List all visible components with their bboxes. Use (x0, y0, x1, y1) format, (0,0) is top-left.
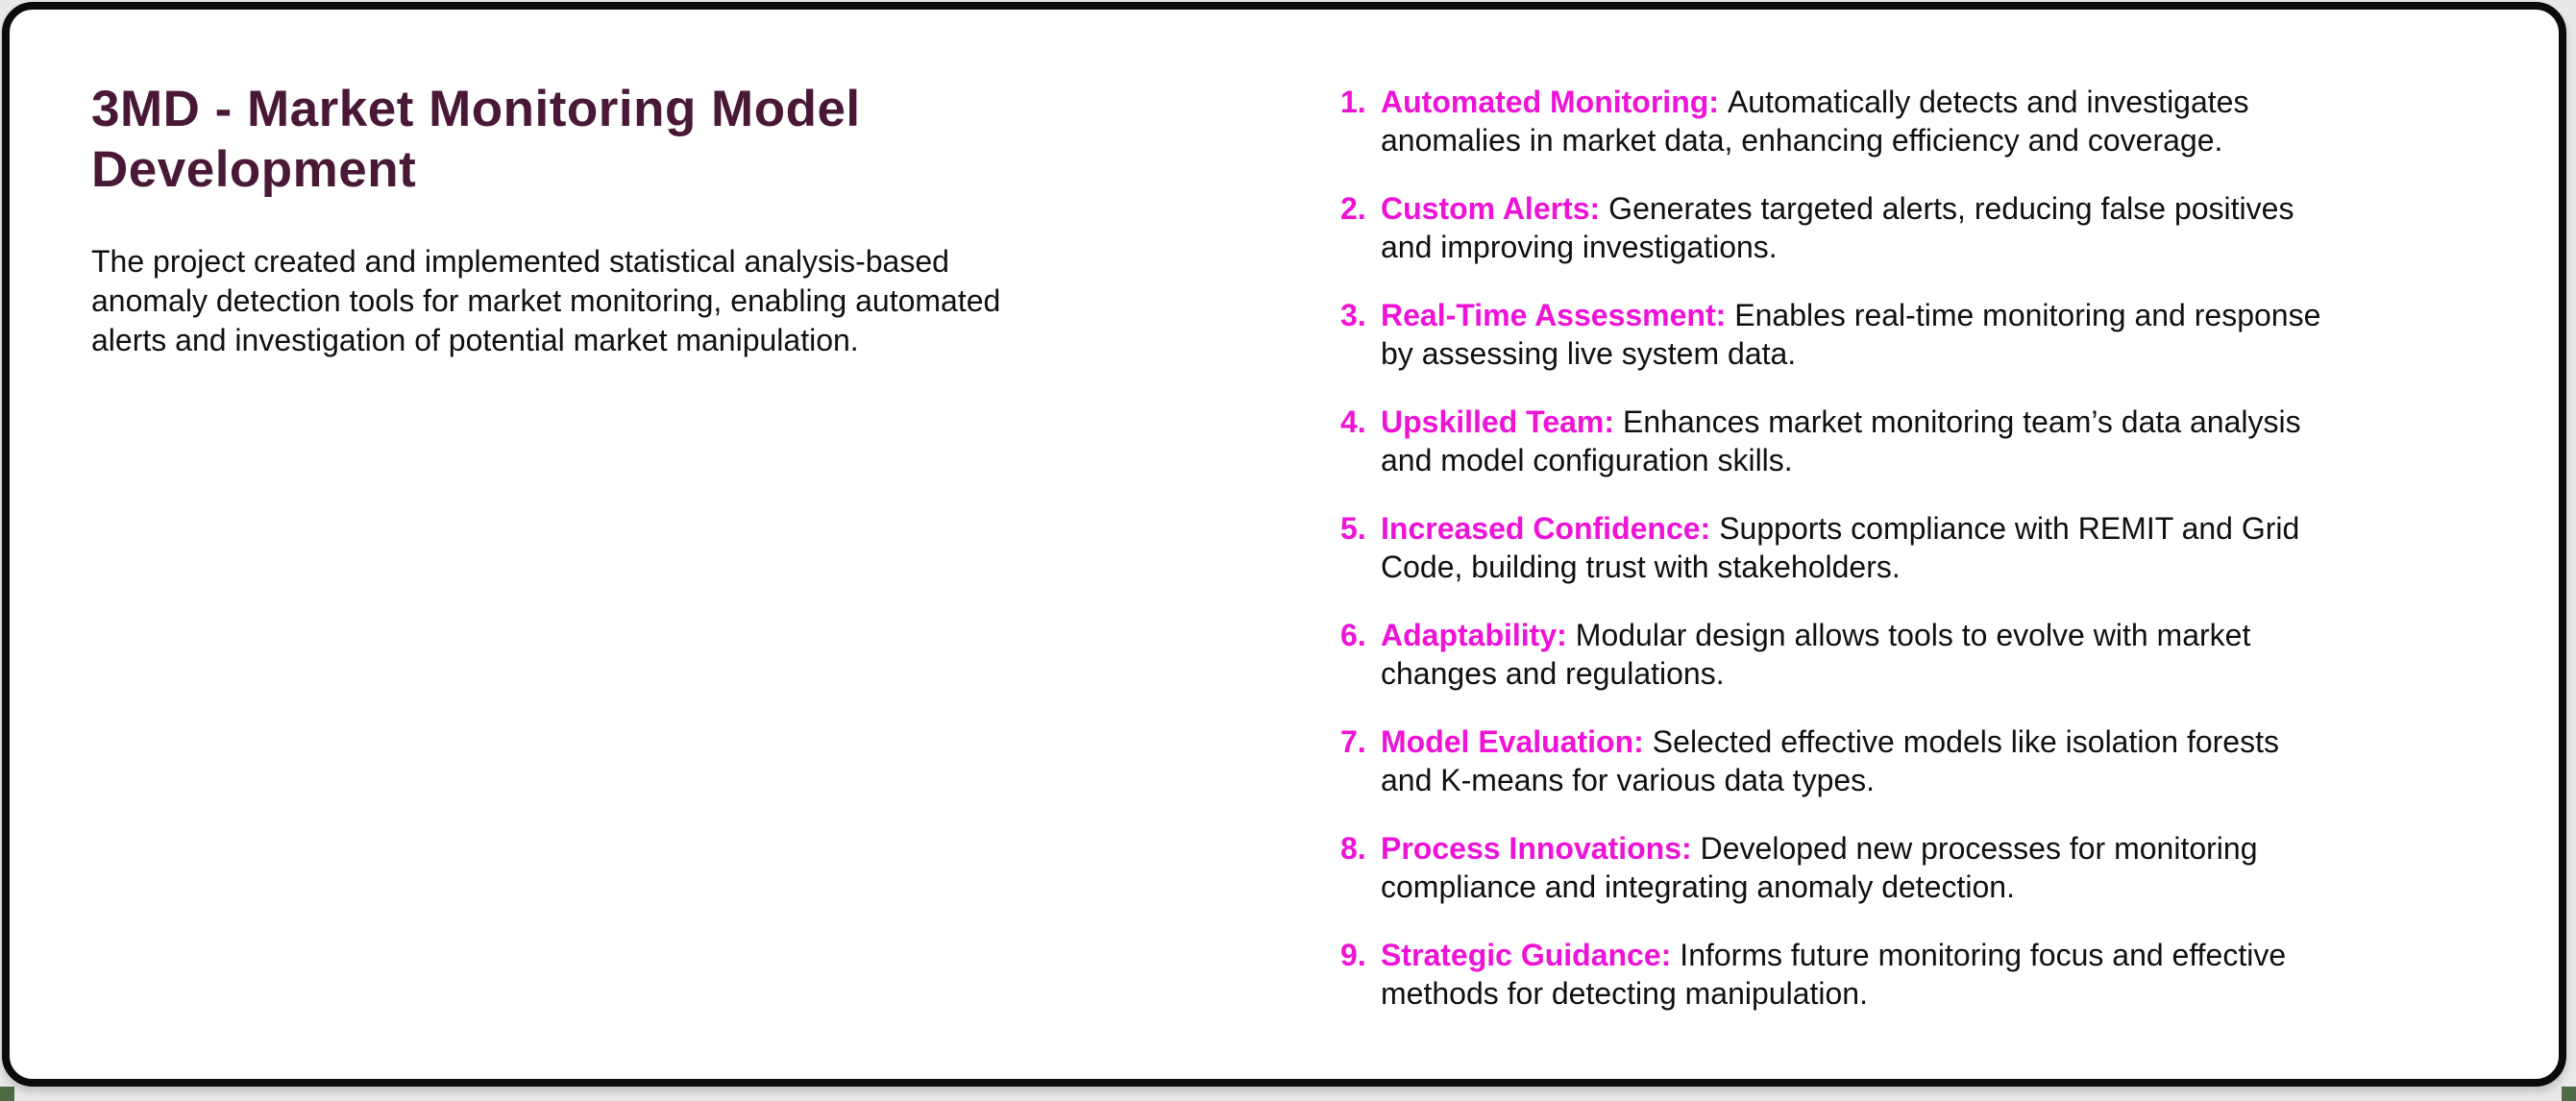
item-body: Process Innovations:Developed new proces… (1381, 829, 2541, 906)
item-body: Automated Monitoring:Automatically detec… (1381, 83, 2541, 159)
item-body: Upskilled Team:Enhances market monitorin… (1381, 403, 2541, 479)
list-item: 6. Adaptability:Modular design allows to… (1340, 616, 2541, 693)
item-body: Strategic Guidance:Informs future monito… (1381, 936, 2541, 1013)
item-number: 7. (1340, 724, 1366, 759)
list-item: 7. Model Evaluation:Selected effective m… (1340, 722, 2541, 799)
item-body: Increased Confidence:Supports compliance… (1381, 509, 2541, 586)
benefits-list: 1. Automated Monitoring:Automatically de… (1340, 83, 2541, 1042)
item-number: 1. (1340, 85, 1366, 119)
item-number: 3. (1340, 298, 1366, 332)
item-label: Adaptability: (1381, 618, 1567, 652)
item-body: Custom Alerts:Generates targeted alerts,… (1381, 189, 2541, 266)
list-item: 2. Custom Alerts:Generates targeted aler… (1340, 189, 2541, 266)
item-text: Supports compliance with REMIT and Grid … (1381, 511, 2300, 584)
item-label: Strategic Guidance: (1381, 938, 1672, 972)
list-item: 3. Real-Time Assessment:Enables real-tim… (1340, 296, 2541, 373)
item-text: Generates targeted alerts, reducing fals… (1381, 191, 2294, 264)
page-background-corner-right (2562, 1087, 2576, 1101)
item-text: Enhances market monitoring team’s data a… (1381, 404, 2301, 477)
item-body: Real-Time Assessment:Enables real-time m… (1381, 296, 2541, 373)
item-number: 4. (1340, 404, 1366, 439)
item-label: Increased Confidence: (1381, 511, 1711, 546)
item-label: Automated Monitoring: (1381, 85, 1719, 119)
list-item: 5. Increased Confidence:Supports complia… (1340, 509, 2541, 586)
item-number: 6. (1340, 618, 1366, 652)
item-number: 5. (1340, 511, 1366, 546)
item-label: Real-Time Assessment: (1381, 298, 1727, 332)
page-title: 3MD - Market Monitoring Model Developmen… (91, 81, 861, 198)
item-number: 8. (1340, 831, 1366, 866)
page-background-corner-left (0, 1087, 14, 1101)
item-body: Model Evaluation:Selected effective mode… (1381, 722, 2541, 799)
item-number: 9. (1340, 938, 1366, 972)
list-item: 4. Upskilled Team:Enhances market monito… (1340, 403, 2541, 479)
item-body: Adaptability:Modular design allows tools… (1381, 616, 2541, 693)
list-item: 8. Process Innovations:Developed new pro… (1340, 829, 2541, 906)
list-item: 1. Automated Monitoring:Automatically de… (1340, 83, 2541, 159)
item-label: Process Innovations: (1381, 831, 1692, 866)
item-label: Custom Alerts: (1381, 191, 1601, 226)
item-label: Upskilled Team: (1381, 404, 1615, 439)
item-text: Modular design allows tools to evolve wi… (1381, 618, 2251, 691)
item-label: Model Evaluation: (1381, 724, 1644, 759)
list-item: 9. Strategic Guidance:Informs future mon… (1340, 936, 2541, 1013)
item-text: Selected effective models like isolation… (1381, 724, 2279, 797)
item-text: Developed new processes for monitoring c… (1381, 831, 2258, 904)
item-text: Enables real-time monitoring and respons… (1381, 298, 2321, 371)
item-text: Automatically detects and investigates a… (1381, 85, 2249, 158)
item-number: 2. (1340, 191, 1366, 226)
item-text: Informs future monitoring focus and effe… (1381, 938, 2287, 1011)
intro-paragraph: The project created and implemented stat… (91, 244, 1001, 357)
